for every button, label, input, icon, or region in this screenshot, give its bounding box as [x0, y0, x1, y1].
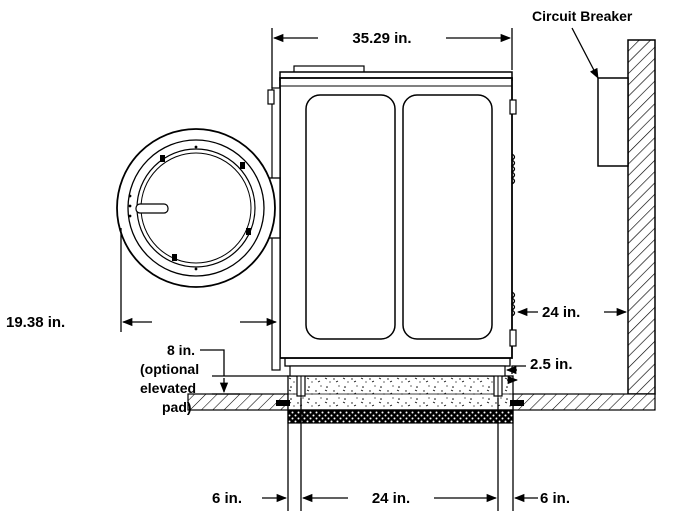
dryer-base — [284, 357, 511, 377]
wall — [627, 39, 656, 395]
concrete-pad — [276, 375, 524, 424]
door-depth-label: 19.38 in. — [6, 314, 65, 331]
dryer-door — [116, 128, 276, 288]
floor — [187, 393, 656, 411]
pad-height-value-label: 8 in. — [167, 342, 195, 358]
left-margin-label: 6 in. — [212, 490, 242, 507]
wall-clearance-label: 24 in. — [542, 304, 580, 321]
right-margin-label: 6 in. — [540, 490, 570, 507]
pad-height-note-3: pad) — [162, 399, 192, 415]
width-label: 35.29 in. — [352, 30, 411, 47]
pad-overhang-label: 2.5 in. — [530, 356, 573, 373]
circuit-breaker-label: Circuit Breaker — [532, 8, 633, 24]
circuit-breaker-box — [597, 77, 629, 167]
dimension-lines — [120, 27, 628, 511]
pad-height-note-2: elevated — [140, 380, 196, 396]
pad-height-note-1: (optional — [140, 361, 199, 377]
anchor-spacing-label: 24 in. — [372, 490, 410, 507]
dryer-cabinet — [265, 65, 517, 371]
